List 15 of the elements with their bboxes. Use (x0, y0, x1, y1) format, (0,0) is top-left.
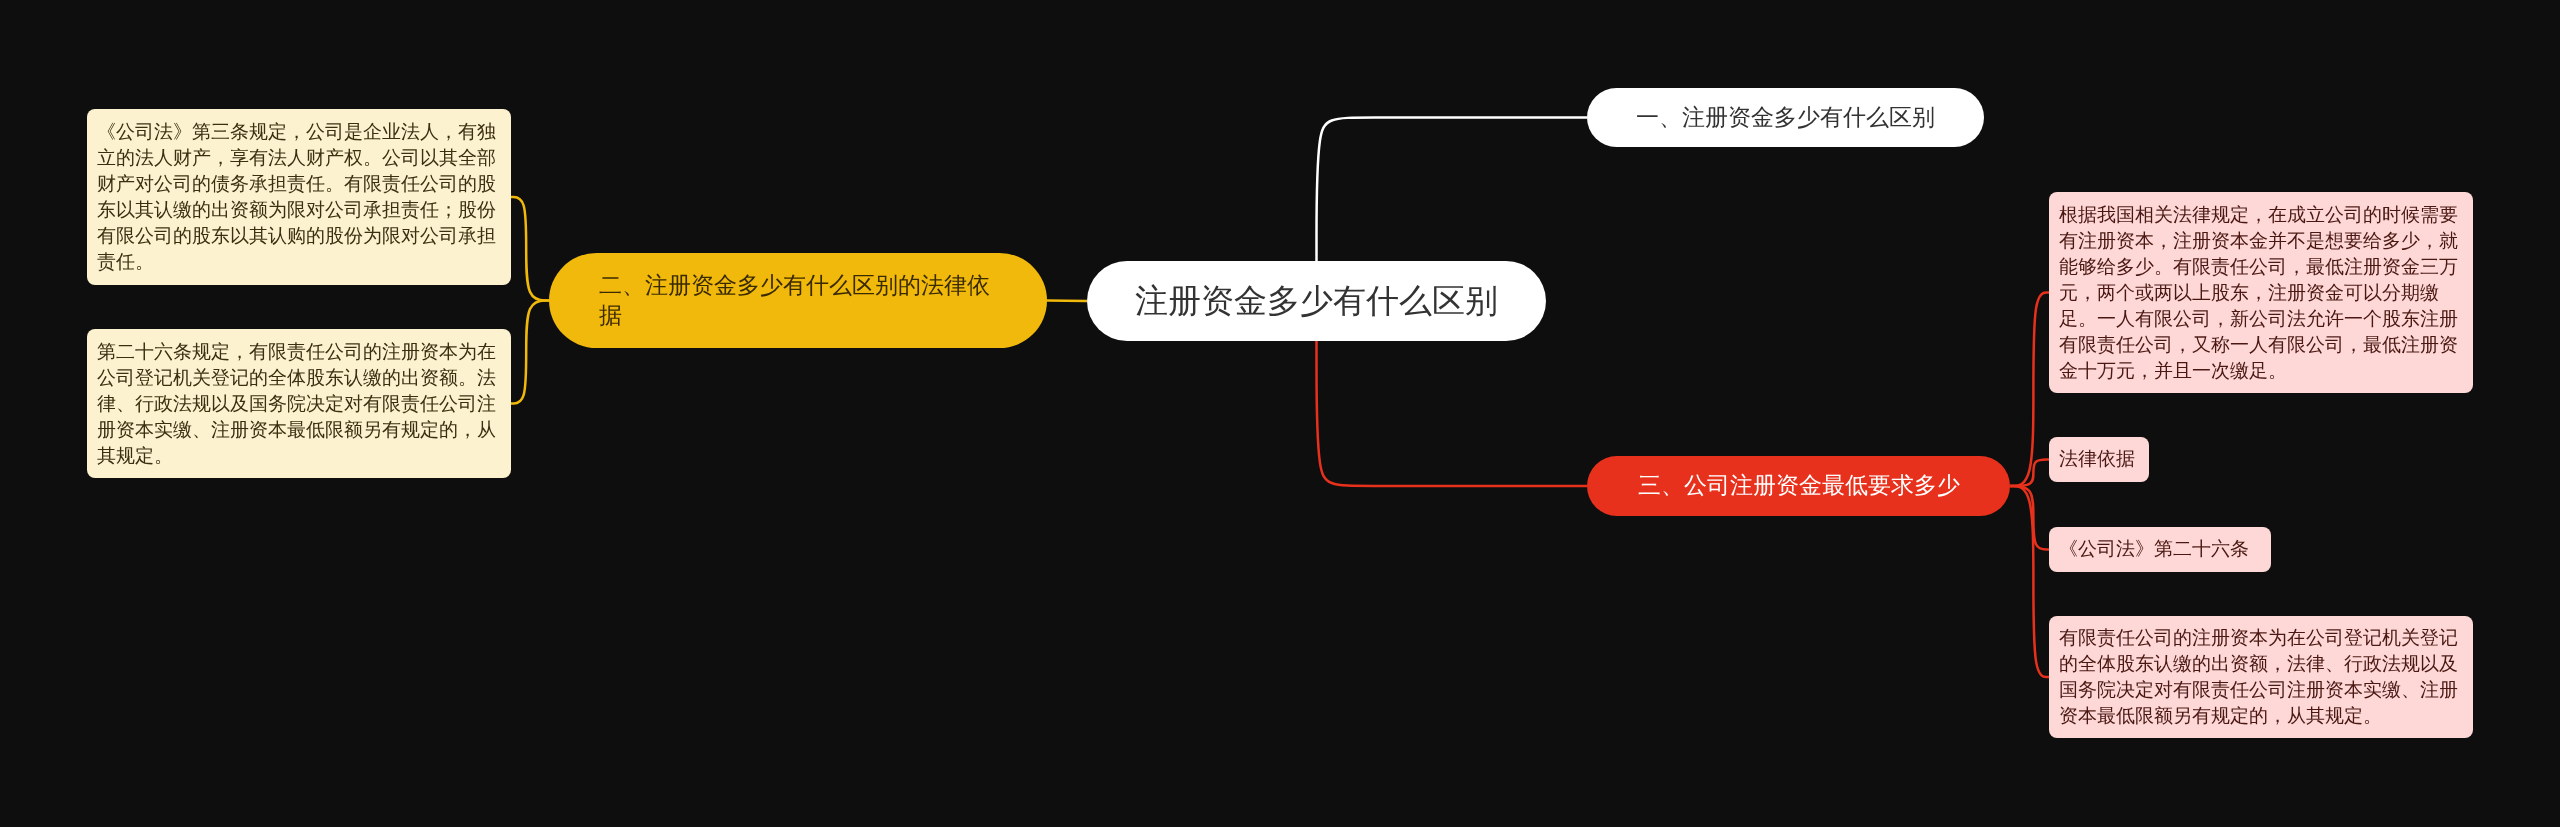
connector-line (1315, 341, 1587, 488)
branch-topic: 二、注册资金多少有什么区别的法律依据 (549, 253, 1047, 348)
note-card: 有限责任公司的注册资本为在公司登记机关登记的全体股东认缴的出资额，法律、行政法规以及国务院决定对有限责任公司注册资本实缴、注册资本最低限额另有规定的，从其规定。 (2049, 616, 2473, 738)
connector-line (2010, 484, 2049, 679)
connector-line (1315, 116, 1587, 261)
central-topic: 注册资金多少有什么区别 (1087, 261, 1546, 341)
branch-topic: 三、公司注册资金最低要求多少 (1587, 456, 2010, 516)
note-card: 《公司法》第三条规定，公司是企业法人，有独立的法人财产，享有法人财产权。公司以其全部财产对公司的债务承担责任。有限责任公司的股东以其认缴的出资额为限对公司承担责任；股份有限公司的股东以其认购的股份为限对公司承担责任。 (87, 109, 511, 285)
branch-topic: 一、注册资金多少有什么区别 (1587, 88, 1984, 147)
note-card: 《公司法》第二十六条 (2049, 527, 2271, 572)
note-card: 法律依据 (2049, 437, 2149, 482)
connector-line (511, 299, 549, 405)
note-card: 第二十六条规定，有限责任公司的注册资本为在公司登记机关登记的全体股东认缴的出资额。法律、行政法规以及国务院决定对有限责任公司注册资本实缴、注册资本最低限额另有规定的，从其规定。 (87, 329, 511, 478)
note-card: 根据我国相关法律规定，在成立公司的时候需要有注册资本，注册资本金并不是想要给多少，就能够给多少。有限责任公司，最低注册资金三万元，两个或两以上股东，注册资金可以分期缴足。一人有限公司，新公司法允许一个股东注册有限责任公司，又称一人有限公司，最低注册资金十万元，并且一次缴足。 (2049, 192, 2473, 393)
connector-line (1047, 299, 1087, 303)
